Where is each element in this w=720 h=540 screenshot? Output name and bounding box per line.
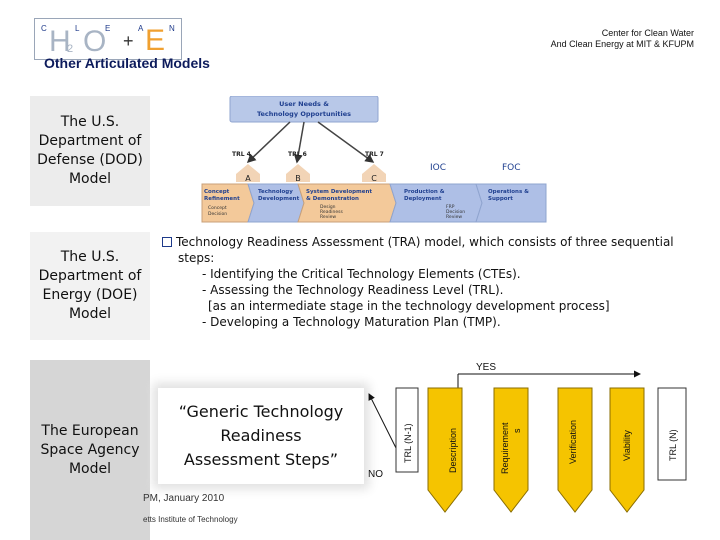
logo-plus: + bbox=[123, 31, 134, 51]
step-description-label: Description bbox=[448, 428, 458, 473]
generic-line-2: Readiness bbox=[220, 426, 302, 445]
frp-decision-review-line-2: Decision bbox=[446, 209, 465, 215]
phase-concept-refinement-line-2: Refinement bbox=[204, 196, 240, 202]
arrow-to-b bbox=[293, 121, 305, 164]
phase-concept-refinement-line-1: Concept bbox=[204, 189, 230, 195]
phase-system-development-line-2: & Demonstration bbox=[306, 196, 359, 202]
tra-line-2: steps: bbox=[178, 251, 215, 265]
footer-date: PM, January 2010 bbox=[143, 493, 225, 504]
trl-n-label: TRL (N) bbox=[668, 429, 678, 461]
tra-step-3: - Developing a Technology Maturation Pla… bbox=[202, 315, 501, 329]
organization-line-2: And Clean Energy at MIT & KFUPM bbox=[550, 39, 694, 49]
milestone-c-letter: C bbox=[371, 174, 377, 183]
user-needs-line-2: Technology Opportunities bbox=[257, 110, 351, 118]
logo-letter-a: A bbox=[138, 24, 144, 33]
step-verification-shape bbox=[557, 387, 593, 513]
step-requirements-label: Requirement bbox=[500, 422, 510, 474]
step-viability-shape bbox=[609, 387, 645, 513]
step-description-shape bbox=[427, 387, 463, 513]
esa-model-label: The European Space Agency Model bbox=[30, 360, 150, 540]
milestone-trl-6: TRL 6 bbox=[288, 151, 307, 158]
logo-letter-l: L bbox=[75, 24, 80, 33]
logo-e: E bbox=[145, 24, 166, 57]
ioc-label: IOC bbox=[430, 163, 446, 173]
frp-decision-review-line-3: Review bbox=[446, 214, 462, 220]
logo-subscript-2: 2 bbox=[67, 43, 74, 55]
step-requirements-suffix: s bbox=[512, 428, 522, 433]
phase-production-deployment-line-2: Deployment bbox=[404, 196, 442, 202]
arrow-to-c bbox=[317, 121, 375, 163]
design-readiness-review-line-3: Review bbox=[320, 214, 336, 220]
tra-step-2: - Assessing the Technology Readiness Lev… bbox=[202, 283, 504, 297]
step-verification-label: Verification bbox=[568, 420, 578, 464]
milestone-a-letter: A bbox=[245, 174, 251, 183]
milestone-trl-7: TRL 7 bbox=[365, 151, 384, 158]
esa-trl-flowchart: YES NO TRL (N-1) Description Requirement… bbox=[366, 360, 720, 540]
doe-model-label: The U.S. Department of Energy (DOE) Mode… bbox=[30, 232, 150, 340]
milestone-a-triangle bbox=[236, 164, 260, 182]
footer-institute: etts Institute of Technology bbox=[143, 515, 238, 524]
checkbox-bullet-icon bbox=[162, 237, 172, 247]
foc-label: FOC bbox=[502, 163, 521, 173]
logo-letter-c: C bbox=[41, 24, 47, 33]
logo-letter-e: E bbox=[105, 24, 111, 33]
phase-system-development-line-1: System Development bbox=[306, 189, 372, 195]
no-label: NO bbox=[368, 469, 383, 480]
organization-line-1: Center for Clean Water bbox=[601, 28, 694, 38]
step-viability-label: Viability bbox=[622, 430, 632, 461]
concept-decision-line-2: Decision bbox=[208, 211, 227, 217]
milestone-b-letter: B bbox=[295, 174, 301, 183]
slide-title: Other Articulated Models bbox=[44, 55, 210, 71]
user-needs-line-1: User Needs & bbox=[279, 100, 329, 108]
milestone-c-triangle bbox=[362, 164, 386, 182]
milestone-trl-4: TRL 4 bbox=[232, 151, 251, 158]
trl-n-box bbox=[657, 387, 687, 481]
no-arrow bbox=[368, 393, 397, 449]
logo-o: O bbox=[83, 25, 107, 58]
yes-label: YES bbox=[476, 362, 496, 373]
phase-operations-support bbox=[475, 183, 547, 223]
logo-h: H bbox=[49, 25, 71, 58]
phase-operations-support-line-1: Operations & bbox=[488, 189, 529, 195]
generic-line-1: “Generic Technology bbox=[178, 402, 344, 421]
logo-letter-n: N bbox=[169, 24, 175, 33]
design-readiness-review-line-1: Design bbox=[320, 204, 336, 210]
phase-technology-development-line-1: Technology bbox=[258, 189, 293, 195]
dod-acquisition-diagram: User Needs & Technology Opportunities TR… bbox=[200, 95, 552, 224]
step-requirements-shape bbox=[493, 387, 529, 513]
phase-operations-support-line-2: Support bbox=[488, 196, 513, 202]
generic-line-3: Assessment Steps” bbox=[183, 450, 339, 469]
organization-name: Center for Clean Water And Clean Energy … bbox=[551, 28, 694, 50]
tra-step-2-note: [as an intermediate stage in the technol… bbox=[208, 299, 610, 313]
dod-model-label: The U.S. Department of Defense (DOD) Mod… bbox=[30, 96, 150, 206]
frp-decision-review-line-1: FRP bbox=[446, 204, 455, 210]
milestone-b-triangle bbox=[286, 164, 310, 182]
tra-description: Technology Readiness Assessment (TRA) mo… bbox=[162, 234, 718, 330]
arrow-to-a bbox=[246, 121, 291, 164]
generic-trl-steps-box: “Generic Technology Readiness Assessment… bbox=[158, 388, 364, 484]
phase-production-deployment-line-1: Production & bbox=[404, 189, 445, 195]
design-readiness-review-line-2: Readiness bbox=[320, 209, 344, 215]
phase-technology-development-line-2: Development bbox=[258, 196, 300, 202]
clean-h2o-e-logo: C L E A N H 2 O + E bbox=[34, 18, 182, 60]
trl-n-minus-1-box bbox=[395, 387, 419, 473]
concept-decision-line-1: Concept bbox=[208, 205, 227, 211]
tra-step-1: - Identifying the Critical Technology El… bbox=[202, 267, 521, 281]
tra-line-1: Technology Readiness Assessment (TRA) mo… bbox=[176, 235, 674, 249]
trl-n-minus-1-label: TRL (N-1) bbox=[403, 423, 413, 463]
